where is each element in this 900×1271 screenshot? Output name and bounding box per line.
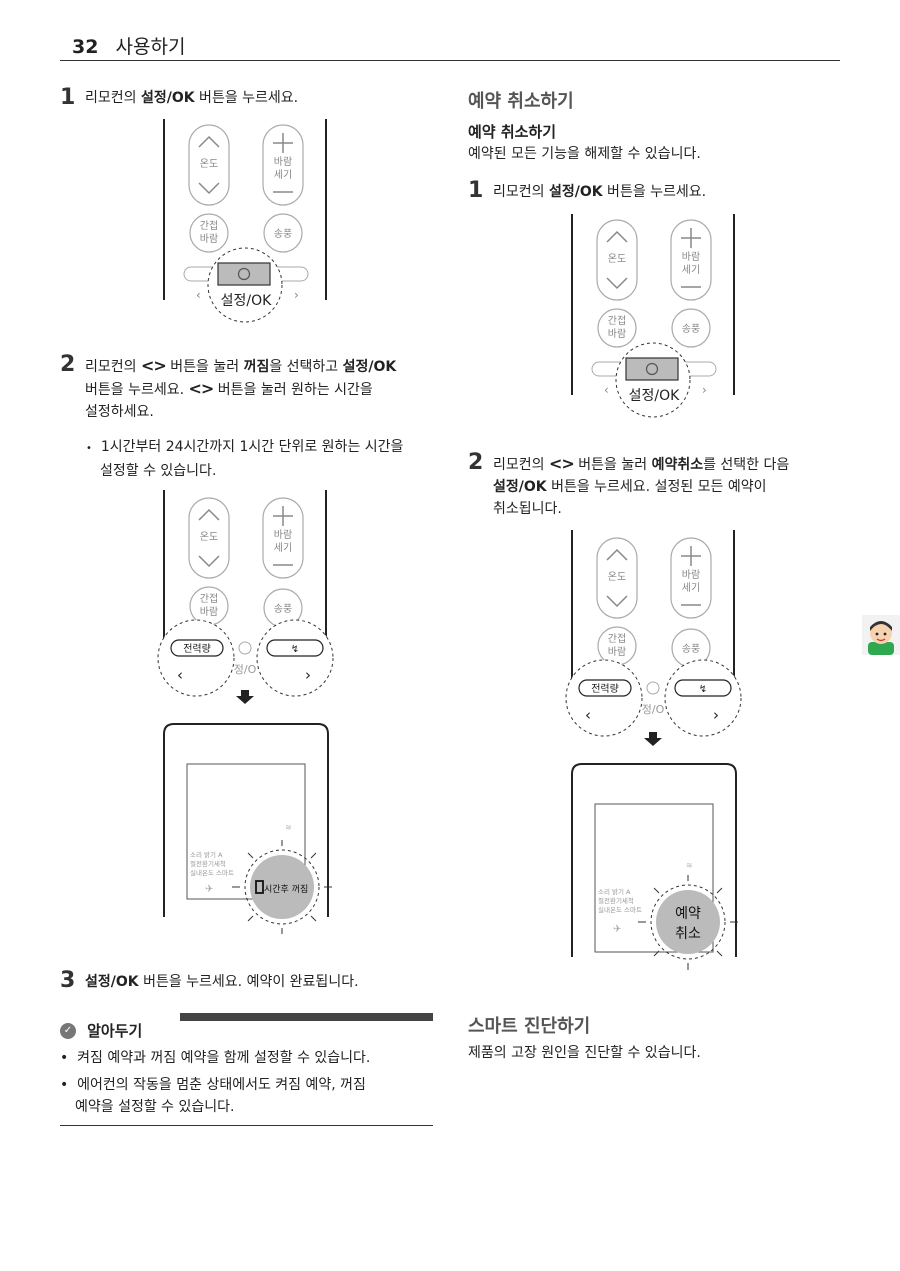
ok-label: 설정/OK xyxy=(221,293,272,309)
svg-text:정/O: 정/O xyxy=(642,703,665,716)
svg-text:절전환기세척: 절전환기세척 xyxy=(598,896,634,905)
step-number: 1 xyxy=(468,178,484,203)
svg-text:정/O: 정/O xyxy=(234,663,257,676)
svg-text:온도: 온도 xyxy=(608,253,626,265)
svg-text:송풍: 송풍 xyxy=(682,643,700,655)
svg-text:실내온도 스마트: 실내온도 스마트 xyxy=(190,868,234,877)
svg-text:↯: ↯ xyxy=(291,644,299,655)
svg-text:온도: 온도 xyxy=(608,571,626,583)
svg-text:바람: 바람 xyxy=(682,250,700,263)
section-desc: 제품의 고장 원인을 진단할 수 있습니다. xyxy=(468,1045,701,1061)
svg-text:바람: 바람 xyxy=(274,155,292,168)
subsection-desc: 예약된 모든 기능을 해제할 수 있습니다. xyxy=(468,146,701,162)
temp-label: 온도 xyxy=(200,158,218,170)
svg-text:간접: 간접 xyxy=(200,220,218,232)
note-item: 에어컨의 작동을 멈춘 상태에서도 켜짐 예약, 꺼짐 xyxy=(77,1077,366,1093)
svg-text:‹: ‹ xyxy=(604,383,609,397)
remote-illustration-nav: 온도 바람 세기 간접 바람 송풍 정/O 전력량 ‹ ↯ › xyxy=(563,530,748,750)
lcd-display-cancel: 소리 밝기 A 절전환기세척 실내온도 스마트 ✈ ≋ 예약 취소 xyxy=(568,762,743,982)
svg-text:‹: ‹ xyxy=(196,288,201,302)
step-number: 2 xyxy=(60,352,76,377)
svg-text:전력량: 전력량 xyxy=(591,683,619,695)
note-title: 알아두기 xyxy=(87,1022,143,1040)
step1-text: 리모컨의 설정/OK 버튼을 누르세요. xyxy=(85,90,299,106)
note-item: 예약을 설정할 수 있습니다. xyxy=(75,1099,235,1115)
svg-text:바람: 바람 xyxy=(682,568,700,581)
step2-text: 리모컨의 <> 버튼을 눌러 꺼짐을 선택하고 설정/OK 버튼을 누르세요. … xyxy=(85,356,397,420)
r-step2-text: 리모컨의 <> 버튼을 눌러 예약취소를 선택한 다음 설정/OK 버튼을 누르… xyxy=(493,454,790,517)
svg-text:송풍: 송풍 xyxy=(274,603,292,615)
svg-text:간접: 간접 xyxy=(200,593,218,605)
remote-illustration-nav: 온도 바람 세기 간접 바람 송풍 정/O 전력량 ‹ ↯ › xyxy=(155,490,340,705)
svg-text:‹: ‹ xyxy=(177,666,183,684)
svg-text:›: › xyxy=(294,288,299,302)
page-number: 32 xyxy=(72,36,99,58)
step-number: 3 xyxy=(60,968,76,993)
page-header: 32 사용하기 xyxy=(72,32,185,59)
svg-text:≋: ≋ xyxy=(686,861,693,870)
remote-illustration: 온도 바람 세기 간접 바람 송풍 ‹ › 설정/OK xyxy=(568,210,743,420)
svg-text:바람: 바람 xyxy=(200,605,218,618)
step3-text: 설정/OK 버튼을 누르세요. 예약이 완료됩니다. xyxy=(85,974,359,990)
svg-text:송풍: 송풍 xyxy=(682,323,700,335)
svg-text:›: › xyxy=(713,706,719,724)
svg-text:예약: 예약 xyxy=(675,906,701,922)
svg-text:취소: 취소 xyxy=(675,926,701,942)
remote-illustration: 온도 바람 세기 간접 바람 송풍 ‹ › 설정/OK xyxy=(160,115,335,325)
svg-text:✈: ✈ xyxy=(613,924,621,935)
section-title: 스마트 진단하기 xyxy=(468,1016,591,1037)
svg-text:간접: 간접 xyxy=(608,633,626,645)
subsection-title: 예약 취소하기 xyxy=(468,123,557,141)
section-title: 예약 취소하기 xyxy=(468,91,574,112)
note-heading: ✓ 알아두기 xyxy=(60,1020,142,1041)
svg-text:✈: ✈ xyxy=(205,884,213,895)
svg-text:온도: 온도 xyxy=(200,531,218,543)
page-title: 사용하기 xyxy=(115,36,186,58)
svg-text:실내온도 스마트: 실내온도 스마트 xyxy=(598,905,642,914)
svg-text:›: › xyxy=(305,666,311,684)
svg-text:≋: ≋ xyxy=(285,823,292,832)
svg-text:간접: 간접 xyxy=(608,315,626,327)
r-step1-text: 리모컨의 설정/OK 버튼을 누르세요. xyxy=(493,184,707,200)
svg-text:설정/OK: 설정/OK xyxy=(629,388,680,404)
step2-bullet: • 1시간부터 24시간까지 1시간 단위로 원하는 시간을 설정할 수 있습니… xyxy=(86,439,404,479)
svg-text:세기: 세기 xyxy=(274,542,292,554)
svg-text:절전환기세척: 절전환기세척 xyxy=(190,859,226,868)
note-bottom-rule xyxy=(60,1125,433,1126)
svg-text:세기: 세기 xyxy=(682,582,700,594)
svg-text:바람: 바람 xyxy=(200,232,218,245)
header-rule xyxy=(60,60,840,61)
svg-text:›: › xyxy=(702,383,707,397)
svg-text:바람: 바람 xyxy=(608,327,626,340)
step-number: 1 xyxy=(60,85,76,110)
svg-text:세기: 세기 xyxy=(682,264,700,276)
check-circle-icon: ✓ xyxy=(60,1022,76,1039)
note-bar xyxy=(180,1013,433,1021)
svg-text:소리 밝기 A: 소리 밝기 A xyxy=(598,887,631,896)
svg-text:‹: ‹ xyxy=(585,706,591,724)
svg-text:소리 밝기 A: 소리 밝기 A xyxy=(190,850,223,859)
svg-text:시간후 꺼짐: 시간후 꺼짐 xyxy=(264,884,308,895)
svg-text:↯: ↯ xyxy=(699,684,707,695)
svg-text:세기: 세기 xyxy=(274,169,292,181)
step-number: 2 xyxy=(468,450,484,475)
mascot-icon xyxy=(862,615,900,655)
svg-text:전력량: 전력량 xyxy=(183,643,211,655)
svg-text:바람: 바람 xyxy=(274,528,292,541)
svg-text:송풍: 송풍 xyxy=(274,228,292,240)
svg-text:바람: 바람 xyxy=(608,645,626,658)
note-list: • 켜짐 예약과 꺼짐 예약을 함께 설정할 수 있습니다. • 에어컨의 작동… xyxy=(60,1047,435,1118)
lcd-display-timer: 소리 밝기 A 절전환기세척 실내온도 스마트 ✈ ≋ 시간후 꺼짐 xyxy=(160,722,335,942)
note-item: 켜짐 예약과 꺼짐 예약을 함께 설정할 수 있습니다. xyxy=(77,1050,371,1066)
